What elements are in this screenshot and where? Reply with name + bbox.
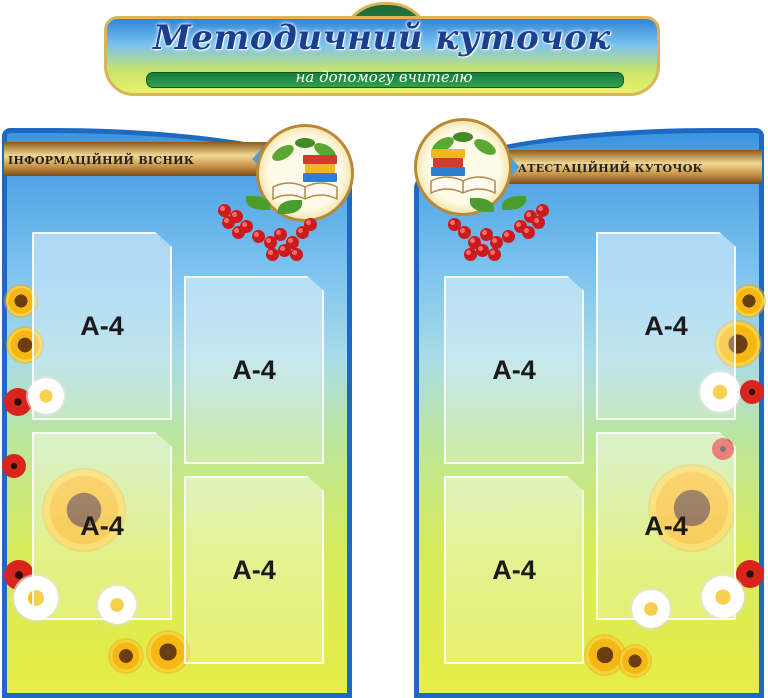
page-title: Методичний куточок xyxy=(153,18,611,58)
sunflower-icon xyxy=(716,322,760,366)
sunflower-icon xyxy=(148,632,188,672)
a4-pocket: А-4 xyxy=(32,432,172,620)
sunflower-icon xyxy=(620,646,650,676)
pocket-label: А-4 xyxy=(80,310,124,341)
daisy-icon xyxy=(700,372,740,412)
sunflower-icon xyxy=(8,328,42,362)
section-title: ІНФОРМАЦІЙНИЙ ВІСНИК xyxy=(8,154,195,167)
a4-pocket: А-4 xyxy=(444,476,584,664)
pocket-label: А-4 xyxy=(492,354,536,385)
rowan-berries-icon xyxy=(216,196,326,266)
sunflower-icon xyxy=(734,286,764,316)
section-ribbon xyxy=(504,150,762,184)
poppy-icon xyxy=(712,438,734,460)
section-ribbon xyxy=(4,142,268,176)
daisy-icon xyxy=(98,586,136,624)
a4-pocket: А-4 xyxy=(184,476,324,664)
book-stack-icon xyxy=(430,132,496,195)
poppy-icon xyxy=(2,454,26,478)
sunflower-icon xyxy=(6,286,36,316)
a4-pocket: А-4 xyxy=(444,276,584,464)
poppy-icon xyxy=(4,388,32,416)
daisy-icon xyxy=(28,378,64,414)
pocket-label: А-4 xyxy=(644,310,688,341)
books-medallion xyxy=(256,124,354,222)
subtitle-strip xyxy=(146,72,624,88)
sunflower-icon xyxy=(110,640,142,672)
sunflower-icon xyxy=(650,466,734,550)
left-board xyxy=(2,128,352,698)
poppy-icon xyxy=(736,560,764,588)
sunflower-icon xyxy=(44,470,124,550)
daisy-icon xyxy=(14,576,58,620)
pocket-label: А-4 xyxy=(492,554,536,585)
a4-pocket: А-4 xyxy=(596,232,736,420)
daisy-icon xyxy=(632,590,670,628)
section-title: АТЕСТАЦІЙНИЙ КУТОЧОК xyxy=(518,162,703,175)
daisy-icon xyxy=(702,576,744,618)
rowan-berries-icon xyxy=(440,196,552,266)
book-stack-icon xyxy=(272,138,338,201)
pocket-label: А-4 xyxy=(80,510,124,541)
a4-pocket: А-4 xyxy=(184,276,324,464)
a4-pocket: А-4 xyxy=(32,232,172,420)
pocket-label: А-4 xyxy=(644,510,688,541)
sunflower-icon xyxy=(586,636,624,674)
a4-pocket: А-4 xyxy=(596,432,736,620)
books-medallion xyxy=(414,118,512,216)
poppy-icon xyxy=(740,380,764,404)
page-subtitle: на допомогу вчителю xyxy=(295,68,473,86)
pocket-label: А-4 xyxy=(232,354,276,385)
pocket-label: А-4 xyxy=(232,554,276,585)
